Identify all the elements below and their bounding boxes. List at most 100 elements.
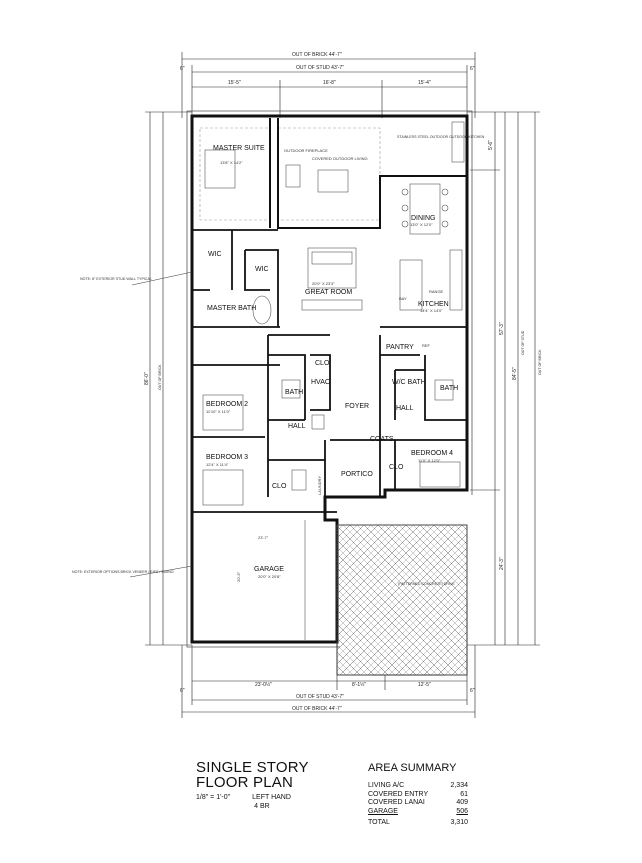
title-line-2: FLOOR PLAN	[196, 774, 294, 791]
left-out-of-brick-label: OUT OF BRICK	[158, 364, 162, 390]
clo-hall-label: CLO	[315, 360, 330, 367]
right-mid-dim: 57'-3"	[499, 322, 505, 335]
area-row-covered-entry: COVERED ENTRY 61	[368, 791, 468, 800]
area-row-label: LIVING A/C	[368, 782, 405, 789]
driveway-label: (PATTERNED CONCRETE) DRIVE	[398, 582, 455, 586]
right-lower-dim: 24'-3"	[499, 557, 505, 570]
driveway-pattern	[336, 524, 468, 676]
bottom-seg-right-dim: 12'-5"	[418, 682, 431, 688]
title-meta-row: 1/8" = 1'-0" LEFT HAND 4 BR	[196, 793, 356, 811]
range-label: RANGE	[429, 289, 444, 294]
bedroom-2-label: BEDROOM 2	[206, 401, 248, 408]
area-row-garage: GARAGE 506	[368, 808, 468, 817]
right-upper-dim: 5'-6"	[488, 140, 494, 150]
top-seg-mid-dim: 16'-8"	[323, 80, 336, 86]
left-overall-dim: 86'-0"	[144, 372, 150, 385]
kitchen-size: 14'4" X 14'0"	[420, 308, 443, 313]
scale-label: 1/8" = 1'-0"	[196, 794, 231, 801]
hand-label: LEFT HAND	[252, 794, 291, 801]
interior-walls	[192, 229, 467, 513]
great-room-size: 20'0" X 23'3"	[312, 281, 335, 286]
bedroom-count-label: 4 BR	[254, 803, 270, 810]
area-row-value: 61	[460, 790, 468, 798]
wic-2-label: WIC	[255, 266, 269, 273]
bottom-dimension-lines	[181, 645, 476, 718]
title-block: SINGLE STORY FLOOR PLAN 1/8" = 1'-0" LEF…	[196, 760, 356, 811]
bay-label: BAY	[399, 296, 407, 301]
area-row-value: 409	[456, 799, 468, 806]
bedroom-2-size: 11'10" X 11'0"	[206, 409, 231, 414]
area-total-value: 3,310	[450, 819, 468, 826]
side-dimension-lines	[145, 111, 540, 646]
wd-bath-label: W/C BATH	[392, 379, 426, 386]
bath-right-label: BATH	[440, 385, 458, 392]
dining-size: 13'0" X 12'0"	[410, 222, 433, 227]
kitchen-label: KITCHEN	[418, 301, 449, 308]
foyer-label: FOYER	[345, 403, 369, 410]
bedroom-4-label: BEDROOM 4	[411, 450, 453, 457]
dining-label: DINING	[411, 215, 436, 222]
clo-bed4-label: CLO	[389, 464, 404, 471]
top-seg-left-dim: 15'-5"	[228, 80, 241, 86]
bath-left-label: BATH	[285, 389, 303, 396]
garage-label: GARAGE	[254, 566, 284, 573]
area-row-value: 2,334	[450, 782, 468, 789]
right-out-of-stud-label: OUT OF STUD	[521, 330, 525, 355]
hand-and-bedrooms: LEFT HAND 4 BR	[252, 793, 291, 811]
master-suite-size: 13'8" X 14'2"	[220, 160, 243, 165]
garage-depth-dim: 20'-5"	[236, 571, 241, 582]
note-exterior-options: NOTE: EXTERIOR OPTIONS BRICK VENEER / EI…	[72, 570, 174, 574]
area-summary: AREA SUMMARY LIVING A/C 2,334 COVERED EN…	[368, 762, 468, 828]
lanai-walls	[269, 118, 467, 229]
right-overall-dim: 84'-5"	[512, 367, 518, 380]
lanai-outline	[199, 127, 381, 221]
garage-size: 20'0" X 20'8"	[258, 574, 281, 579]
area-row-label: GARAGE	[368, 807, 398, 815]
driveway-edge	[336, 600, 468, 676]
edge-bot-b-dim: 6"	[470, 688, 475, 694]
bottom-seg-mid-dim: 8'-1½"	[352, 681, 366, 688]
bedroom-4-size: 11'0" X 12'0"	[418, 458, 441, 463]
area-row-living: LIVING A/C 2,334	[368, 782, 468, 791]
furniture	[202, 121, 465, 640]
area-summary-heading: AREA SUMMARY	[368, 762, 457, 774]
clo-bed3-label: CLO	[272, 483, 287, 490]
hall-left-label: HALL	[288, 423, 306, 430]
great-room-label: GREAT ROOM	[305, 289, 352, 296]
bottom-out-of-stud-label: OUT OF STUD 43'-7"	[296, 694, 344, 700]
hvac-label: HVAC	[311, 379, 330, 386]
garage-width-dim: 23'-7"	[258, 535, 269, 540]
master-suite-label: MASTER SUITE	[213, 145, 265, 152]
pantry-label: PANTRY	[386, 344, 414, 351]
outdoor-fireplace-label: OUTDOOR FIREPLACE	[284, 148, 328, 153]
top-out-of-stud-label: OUT OF STUD 43'-7"	[296, 65, 344, 71]
hall-right-label: HALL	[396, 405, 414, 412]
edge-bot-a-dim: 6"	[180, 688, 185, 694]
area-row-total: TOTAL 3,310	[368, 819, 468, 828]
ref-label: REF	[422, 343, 431, 348]
note-leaders	[129, 271, 193, 578]
bottom-seg-left-dim: 23'-0½"	[255, 681, 272, 688]
portico-label: PORTICO	[341, 471, 373, 478]
area-row-label: COVERED ENTRY	[368, 790, 429, 798]
area-row-covered-lanai: COVERED LANAI 409	[368, 799, 468, 808]
area-total-label: TOTAL	[368, 819, 390, 826]
coats-label: COATS	[370, 436, 394, 443]
wic-1-label: WIC	[208, 251, 222, 258]
bottom-out-of-brick-label: OUT OF BRICK 44'-7"	[292, 706, 342, 712]
area-row-label: COVERED LANAI	[368, 799, 425, 806]
top-dimension-lines	[181, 52, 476, 118]
note-stud-wall: NOTE: 8" EXTERIOR STUD WALL TYPICAL	[80, 277, 152, 281]
bedroom-3-size: 12'4" X 11'4"	[206, 462, 229, 467]
title-line-1: SINGLE STORY	[196, 759, 309, 776]
stainless-steel-note: STAINLESS STEEL OUTDOOR OUTDOOR KITCHEN	[397, 135, 485, 139]
floor-plan-drawing: OUT OF BRICK 44'-7" OUT OF STUD 43'-7" 1…	[72, 52, 542, 718]
master-bath-label: MASTER BATH	[207, 305, 256, 312]
top-out-of-brick-label: OUT OF BRICK 44'-7"	[292, 52, 342, 58]
edge-top-b-dim: 6"	[470, 66, 475, 72]
right-out-of-brick-label: OUT OF BRICK	[538, 349, 542, 375]
covered-outdoor-living-label: COVERED OUTDOOR LIVING	[312, 156, 368, 161]
brick-veneer-line	[186, 110, 473, 648]
top-seg-right-dim: 15'-4"	[418, 80, 431, 86]
area-row-value: 506	[456, 807, 468, 815]
